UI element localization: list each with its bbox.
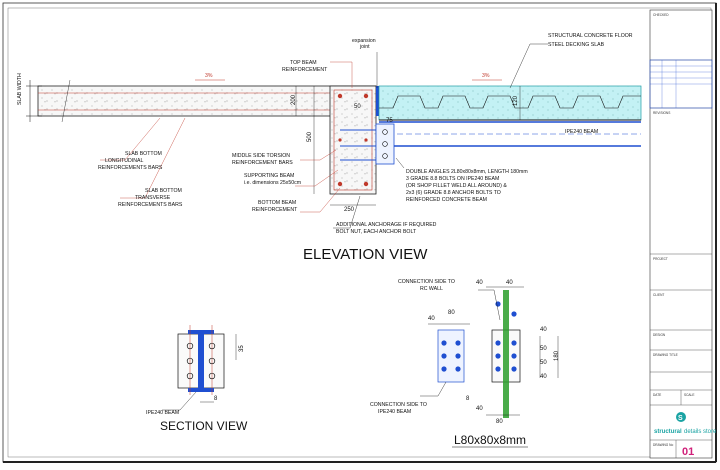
brand-logo-icon	[676, 412, 686, 422]
double-angles-2: 3 GRADE 8.8 BOLTS ON IPE240 BEAM	[406, 176, 499, 182]
bottom-beam-label-2: REINFORCEMENT	[252, 207, 298, 213]
tb-client: CLIENT	[653, 293, 664, 297]
slab-width-label: SLAB WIDTH	[17, 73, 23, 105]
section-view: 35 8 IPE240 BEAM SECTION VIEW	[146, 325, 248, 433]
ipe-side-label-2: IPE240 BEAM	[378, 409, 411, 415]
angle-dim-right50b: 50	[540, 360, 547, 366]
slab-bottom-trans-1: SLAB BOTTOM	[145, 188, 182, 194]
double-angles-1: DOUBLE ANGLES 2L80x80x8mm, LENGTH 180mm	[406, 169, 528, 175]
dim-50: 50	[354, 104, 361, 110]
dim-200: 200	[291, 94, 297, 105]
slab-bottom-trans-3: REINFORCEMENTS BARS	[118, 202, 183, 208]
double-angles-5: REINFORCED CONCRETE BEAM	[406, 197, 487, 203]
drawing-no-label: DRAWING No	[653, 443, 673, 447]
tb-checked: CHECKED	[653, 13, 669, 17]
section-title: SECTION VIEW	[160, 419, 248, 433]
tb-design: DESIGN	[653, 333, 666, 337]
ipe-beam-label: IPE240 BEAM	[565, 129, 598, 135]
anchorage-1: ADDITIONAL ANCHORAGE IF REQUIRED	[336, 222, 437, 228]
title-block: CHECKED REVISIONS PROJECT CLIENT DESIGN …	[649, 9, 717, 459]
anchorage-2: BOLT NUT, EACH ANCHOR BOLT	[336, 229, 417, 235]
drawing-number: 01	[682, 446, 694, 458]
rc-wall-label-1: CONNECTION SIDE TO	[398, 279, 455, 285]
brand-name-2: details store	[684, 429, 717, 435]
dim-75: 75	[386, 118, 393, 124]
tb-revisions: REVISIONS	[653, 111, 670, 115]
angle-title: L80x80x8mm	[454, 433, 526, 447]
supporting-label-1: SUPPORTING BEAM	[244, 173, 294, 179]
slope-right: 3%	[482, 73, 490, 79]
angle-dim-right50a: 50	[540, 346, 547, 352]
angle-dim-bottom40: 40	[476, 406, 483, 412]
angle-dim-left80: 80	[448, 310, 455, 316]
top-beam-reinf-label: REINFORCEMENT	[282, 67, 328, 73]
torsion-label-1: MIDDLE SIDE TORSION	[232, 153, 290, 159]
joint-label: joint	[359, 44, 370, 50]
torsion-label-2: REINFORCEMENT BARS	[232, 160, 293, 166]
structural-floor-label: STRUCTURAL CONCRETE FLOOR	[548, 33, 633, 39]
tb-project: PROJECT	[653, 257, 668, 261]
tb-drawing-title: DRAWING TITLE	[653, 353, 678, 357]
angle-dim-top40b: 40	[506, 280, 513, 286]
angle-dim-right40: 40	[540, 327, 547, 333]
double-angles-4: 2x3 (6) GRADE 8.8 ANCHOR BOLTS TO	[406, 190, 501, 196]
rc-wall-label-2: RC WALL	[420, 286, 443, 292]
steel-decking-slab	[378, 85, 642, 121]
slope-left: 3%	[205, 73, 213, 79]
ipe-side-label-1: CONNECTION SIDE TO	[370, 402, 427, 408]
tb-scale: SCALE	[684, 393, 694, 397]
dim-500: 500	[307, 131, 313, 142]
bottom-beam-label-1: BOTTOM BEAM	[258, 200, 296, 206]
slab-bottom-trans-2: TRANSVERSE	[135, 195, 171, 201]
angle-dim-top40a: 40	[476, 280, 483, 286]
concrete-slab	[37, 85, 377, 117]
section-dim-8: 8	[214, 396, 218, 402]
slab-bottom-long-3: REINFORCEMENTS BARS	[98, 165, 163, 171]
tb-date: DATE	[653, 393, 661, 397]
dim-250: 250	[344, 207, 355, 213]
supporting-label-2: i.e. dimensions 25x50cm	[244, 180, 301, 186]
dim-120: 120	[513, 95, 519, 106]
angle-detail: CONNECTION SIDE TO RC WALL CONNECTION SI…	[370, 279, 560, 448]
top-beam-label: TOP BEAM	[290, 60, 317, 66]
elevation-title: ELEVATION VIEW	[303, 246, 428, 263]
angle-dim-right40b: 40	[540, 374, 547, 380]
slab-bottom-long-1: SLAB BOTTOM	[125, 151, 162, 157]
slab-bottom-long-2: LONGITUDINAL	[105, 158, 143, 164]
angle-dim-180: 180	[554, 350, 560, 361]
angle-dim-bottom80: 80	[496, 419, 503, 425]
section-ipe-label: IPE240 BEAM	[146, 410, 179, 416]
double-angles-3: (OR SHOP FILLET WELD ALL AROUND) &	[406, 183, 507, 189]
decking-label: STEEL DECKING SLAB	[548, 42, 605, 48]
expansion-label: expansion	[352, 38, 376, 44]
svg-text:S: S	[678, 415, 683, 422]
angle-dim-bottom8: 8	[466, 396, 470, 402]
elevation-view: SLAB WIDTH expansion joint TOP BEAM REIN…	[17, 33, 642, 263]
brand-name-1: structural	[654, 429, 682, 435]
supporting-beam	[329, 85, 377, 195]
section-dim-35: 35	[239, 345, 245, 352]
angle-dim-left40: 40	[428, 316, 435, 322]
